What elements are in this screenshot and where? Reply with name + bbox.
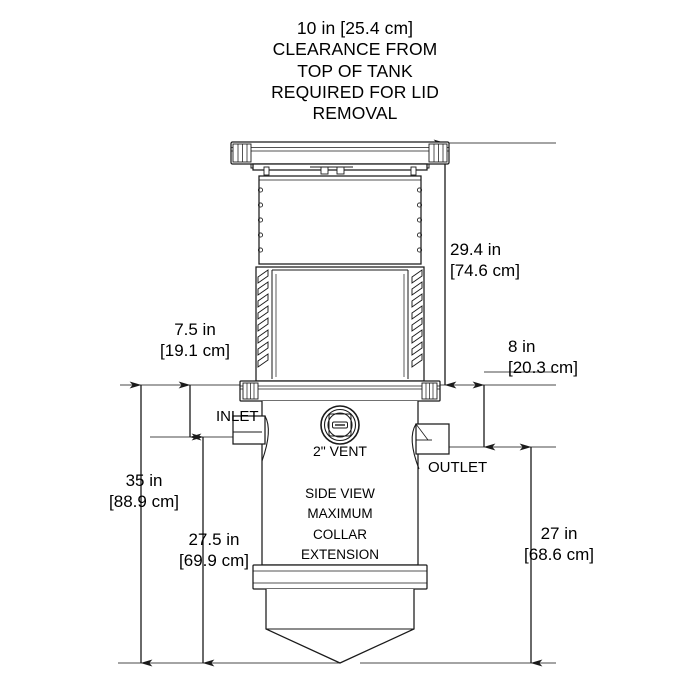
lid-skirt: [252, 163, 428, 176]
tank-lid: [230, 141, 450, 169]
outlet-label: OUTLET: [428, 459, 488, 476]
riser-upper-body: [257, 175, 423, 265]
vent-fitting: [320, 405, 360, 445]
vent-label: 2" VENT: [313, 443, 367, 459]
dim-outlet-invert-height: 27 in [68.6 cm]: [524, 524, 594, 564]
dimension-lines: [129, 139, 543, 667]
inlet-label: INLET: [216, 408, 259, 425]
dim-collar-to-flange: 29.4 in [74.6 cm]: [450, 240, 520, 280]
dim-inlet-invert-height: 27.5 in [69.9 cm]: [179, 530, 249, 570]
clearance-note: 10 in [25.4 cm] CLEARANCE FROM TOP OF TA…: [271, 18, 439, 124]
inlet-port: [232, 415, 269, 462]
collar-thread-right: [411, 269, 423, 368]
tank-assembly: [230, 141, 450, 664]
dim-overall-height: 35 in [88.9 cm]: [109, 471, 179, 511]
outlet-port: [411, 423, 450, 470]
riser-left-ribs: [257, 187, 264, 253]
riser-right-ribs: [416, 187, 423, 253]
tank-cone-bottom: [265, 589, 415, 664]
dim-inlet-drop: 7.5 in [19.1 cm]: [160, 320, 230, 360]
threaded-collar: [255, 266, 425, 382]
view-label: SIDE VIEW MAXIMUM COLLAR EXTENSION: [300, 486, 379, 562]
tank-lower-flange: [252, 564, 428, 590]
collar-thread-left: [257, 269, 269, 368]
dim-outlet-drop: 8 in [20.3 cm]: [508, 337, 578, 377]
